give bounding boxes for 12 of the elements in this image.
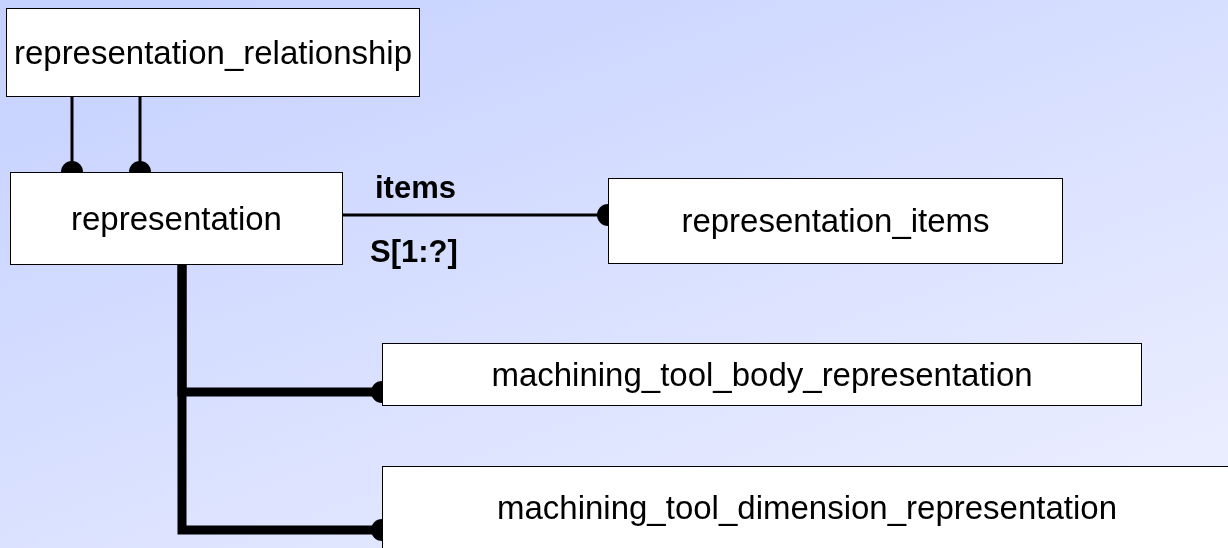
entity-box: [382, 466, 1228, 548]
cardinality-label: S[1:?]: [370, 234, 458, 270]
entity-name: representation: [71, 199, 282, 238]
entity-box: [608, 178, 1063, 264]
edge-label: items: [375, 170, 456, 206]
entity-name: machining_tool_dimension_representation: [496, 489, 1118, 527]
entity-box: [6, 8, 420, 97]
entity-box: [382, 343, 1142, 406]
entity-box: [10, 172, 343, 265]
entity-name: representation_items: [681, 202, 990, 240]
entity-name: representation_relationship: [13, 33, 413, 72]
entity-name: machining_tool_body_representation: [491, 355, 1033, 394]
